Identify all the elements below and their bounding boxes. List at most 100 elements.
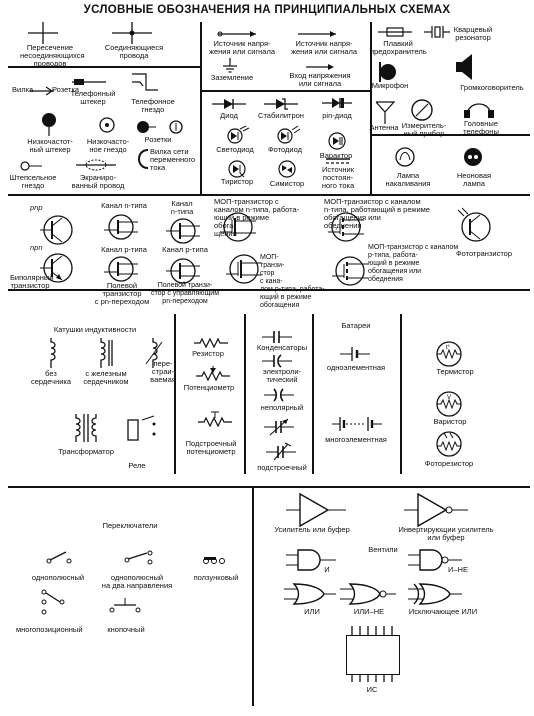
- variable-capacitor-symbol: [264, 418, 294, 436]
- divider: [174, 314, 176, 474]
- svg-text:t°: t°: [446, 345, 451, 351]
- gates-header: Вентили: [368, 545, 398, 554]
- divider: [312, 314, 314, 474]
- sockets-symbol: [137, 120, 183, 134]
- divider: [8, 289, 530, 291]
- speaker-label: Громкоговоритель: [460, 83, 524, 92]
- nand-gate-label: И–НЕ: [448, 565, 468, 574]
- photoresistor-symbol: [436, 431, 462, 457]
- bipolar-label: Биполярный транзистор: [10, 273, 54, 290]
- inverter-label: Инвертирующии усилитель или буфер: [398, 525, 494, 542]
- electrolytic-symbol: [262, 354, 292, 368]
- neon-lamp-symbol: [464, 148, 482, 166]
- slide-switch-symbol: [203, 557, 225, 564]
- varactor-symbol: [328, 132, 346, 150]
- npn-symbol: [40, 253, 73, 283]
- ic-label: ИС: [366, 685, 378, 694]
- jfet-n-symbol: [104, 214, 138, 240]
- trim-capacitor-symbol: [266, 442, 296, 461]
- multi-cell-label: многоэлементная: [325, 435, 387, 444]
- divider: [252, 486, 254, 706]
- headphones-label: Головные телефоны: [463, 119, 499, 136]
- crystal-label: Кварцевый резонатор: [453, 25, 493, 42]
- antenna-symbol: [375, 101, 396, 124]
- divider: [370, 134, 530, 136]
- n-channel-label: Канал n-типа: [101, 201, 147, 210]
- multi-cell-symbol: [332, 417, 382, 431]
- switches-header: Переключатели: [102, 521, 158, 530]
- nand-gate-symbol: [408, 549, 462, 571]
- nor-gate-label: ИЛИ–НЕ: [353, 607, 385, 616]
- incandescent-lamp-symbol: [395, 147, 415, 167]
- pin-diode-symbol: [322, 98, 352, 108]
- push-switch-label: кнопочный: [107, 625, 145, 634]
- buffer-label: Усилитель или буфер: [274, 525, 350, 534]
- divider: [8, 194, 530, 196]
- nonpolar-label: неполярный: [260, 403, 304, 412]
- phone-plug-symbol: [72, 79, 106, 85]
- headphones-symbol: [464, 103, 494, 118]
- relay-symbol: [127, 415, 156, 441]
- thyristor-symbol: [228, 160, 246, 178]
- jfet-label: Полевой транзистор с pn-переходом: [94, 281, 150, 306]
- lf-plug-symbol: [42, 113, 56, 136]
- and-gate-label: И: [324, 565, 330, 574]
- potentiometer-label: Потенциометр: [183, 383, 235, 392]
- potentiometer-symbol: [196, 366, 230, 382]
- lf-jack-symbol: [99, 117, 115, 133]
- varistor-label: Варистор: [433, 417, 467, 426]
- inverter-symbol: [404, 492, 468, 528]
- or-gate-label: ИЛИ: [304, 607, 320, 616]
- nonpolar-symbol: [264, 388, 294, 402]
- input-symbol: [306, 64, 334, 70]
- neon-lamp-label: Неоновая лампа: [456, 171, 492, 188]
- source-label: Источник напря- жения или сигнала: [208, 39, 276, 56]
- spst-switch-symbol: [46, 551, 72, 564]
- divider: [370, 22, 372, 194]
- incandescent-lamp-label: Лампа накаливания: [385, 171, 431, 188]
- capacitor-symbol: [262, 331, 292, 343]
- thermistor-symbol: t°: [436, 341, 462, 367]
- single-cell-symbol: [340, 347, 370, 361]
- p-channel2-label: Канал p-типа: [162, 245, 208, 254]
- transformer-label: Трансформатор: [58, 447, 114, 456]
- mos-n-enh-symbol: [328, 212, 364, 242]
- mos-p-enh-label: МОП-транзистор с каналом p-типа, работа-…: [368, 244, 459, 283]
- mic-symbol: [379, 62, 396, 82]
- transformer-symbol: [75, 414, 97, 442]
- meter-symbol: [411, 99, 433, 121]
- xor-gate-label: Исключающее ИЛИ: [408, 607, 478, 616]
- crossing-symbol: [28, 22, 58, 44]
- jfet-p2-symbol: [166, 258, 200, 284]
- zener-label: Стабилитрон: [258, 111, 304, 120]
- pin-jack-symbol: [20, 161, 42, 171]
- dc-source-label: Источник постоян- ного тока: [321, 165, 355, 190]
- batteries-label: Батареи: [341, 321, 371, 330]
- plug-label: Вилка: [12, 85, 34, 94]
- mos-p-enh-symbol: [332, 256, 368, 286]
- mos-p-dep-label: МОП- транзи- стор с кана- лом p-типа, ра…: [260, 254, 325, 309]
- or-gate-symbol: [284, 583, 336, 605]
- photodiode-label: Фотодиод: [267, 145, 302, 154]
- resistor-label: Резистор: [192, 349, 224, 358]
- led-label: Светодиод: [216, 145, 254, 154]
- multi-switch-label: многопозиционный: [16, 625, 83, 634]
- thermistor-label: Термистор: [436, 367, 474, 376]
- photodiode-symbol: [277, 125, 301, 144]
- lf-jack-label: Низкочасто- ное гнездо: [86, 137, 130, 154]
- mos-n-dep-label: МОП-транзистор с каналом n-типа, работа-…: [214, 197, 300, 238]
- spdt-switch-symbol: [124, 550, 153, 565]
- antenna-label: Антенна: [369, 123, 399, 132]
- lf-plug-label: Низкочастот- ный штекер: [27, 137, 73, 154]
- dc-source-symbol: [326, 158, 350, 164]
- divider: [244, 314, 246, 474]
- varistor-symbol: V: [436, 391, 462, 417]
- nor-gate-symbol: [340, 583, 396, 605]
- junction-symbol: [112, 22, 152, 44]
- crossing-label: Пересечение несоединяющихся проводов: [20, 43, 85, 68]
- buffer-symbol: [286, 492, 346, 528]
- phone-jack-symbol: [132, 73, 158, 91]
- trimmer-symbol: [198, 411, 232, 428]
- single-cell-label: одноэлементная: [326, 363, 386, 372]
- speaker-symbol: [456, 54, 472, 80]
